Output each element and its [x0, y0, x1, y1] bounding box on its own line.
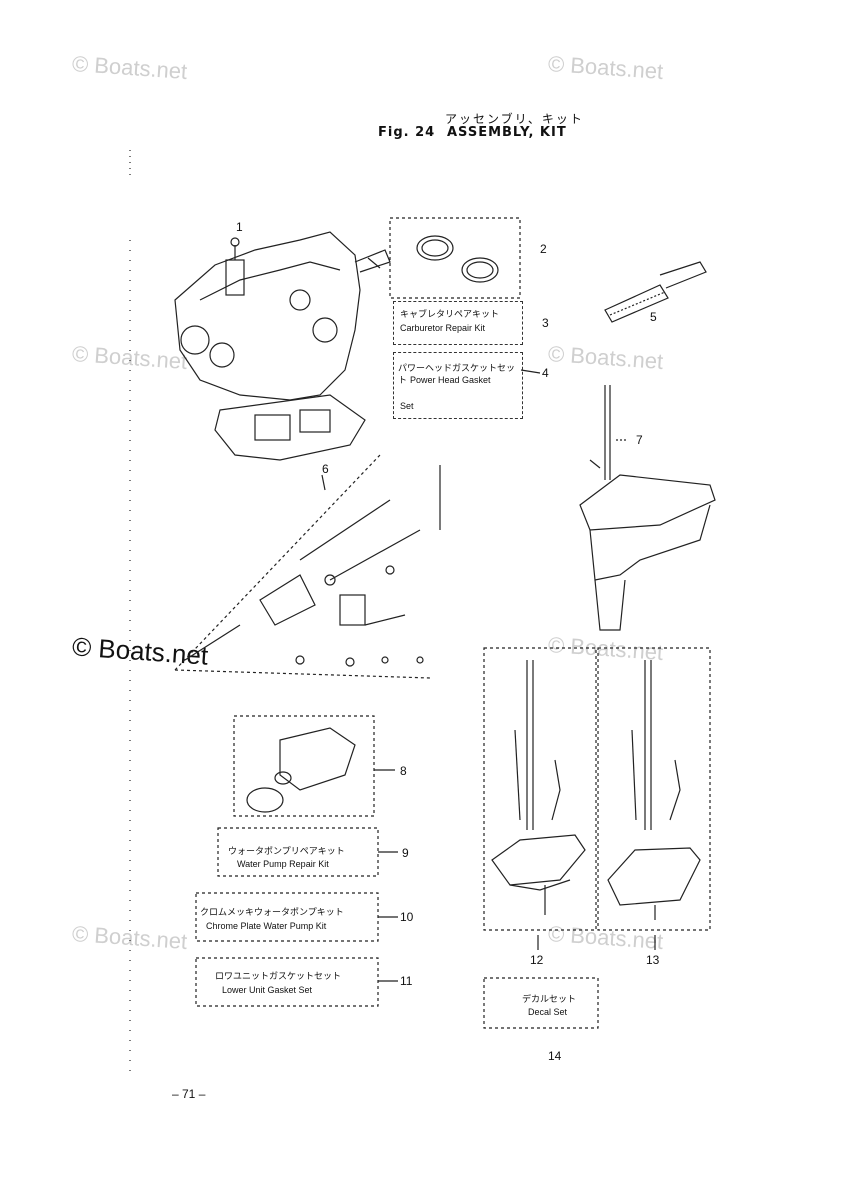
figure-title-japanese: アッセンブリ、キット — [445, 112, 584, 126]
callout-5: 5 — [650, 310, 657, 324]
part-4-name-line2: Set — [400, 401, 414, 411]
callout-6: 6 — [322, 462, 329, 476]
figure-title: ASSEMBLY, KIT — [447, 125, 567, 140]
part-10-name: Chrome Plate Water Pump Kit — [206, 921, 327, 931]
part-10-name-jp: クロムメッキウォータポンプキット — [200, 907, 344, 917]
part-11-name-jp: ロワユニットガスケットセット — [215, 971, 342, 981]
callout-13: 13 — [646, 953, 660, 967]
callout-11: 11 — [400, 974, 413, 988]
part-3-name-jp: キャブレタリペアキット — [400, 309, 500, 319]
part-3-label-box — [393, 301, 523, 345]
part-4-name: Power Head Gasket — [410, 375, 491, 385]
callout-1: 1 — [236, 220, 243, 234]
page-number: – 71 – — [172, 1087, 206, 1101]
part-11-name: Lower Unit Gasket Set — [222, 985, 313, 995]
callout-12: 12 — [530, 953, 544, 967]
part-14-name-jp: デカルセット — [522, 994, 577, 1004]
callout-3: 3 — [542, 316, 549, 330]
part-9-name: Water Pump Repair Kit — [237, 859, 329, 869]
part-9-name-jp: ウォータポンプリペアキット — [228, 846, 345, 856]
part-14-name: Decal Set — [528, 1007, 568, 1017]
lower-unit-drawing — [579, 385, 716, 631]
callout-7: 7 — [636, 433, 643, 447]
figure-number: Fig. 24 — [378, 125, 436, 140]
part-3-name: Carburetor Repair Kit — [400, 323, 486, 333]
part-4-label-box — [393, 352, 523, 419]
callout-2: 2 — [540, 242, 547, 256]
part-4-name-jp: パワーヘッドガスケットセット — [398, 363, 516, 385]
power-head-drawing — [174, 231, 391, 461]
callout-4: 4 — [542, 366, 549, 380]
callout-10: 10 — [400, 910, 414, 924]
callout-14: 14 — [548, 1049, 562, 1063]
callout-9: 9 — [402, 846, 409, 860]
callout-8: 8 — [400, 764, 407, 778]
